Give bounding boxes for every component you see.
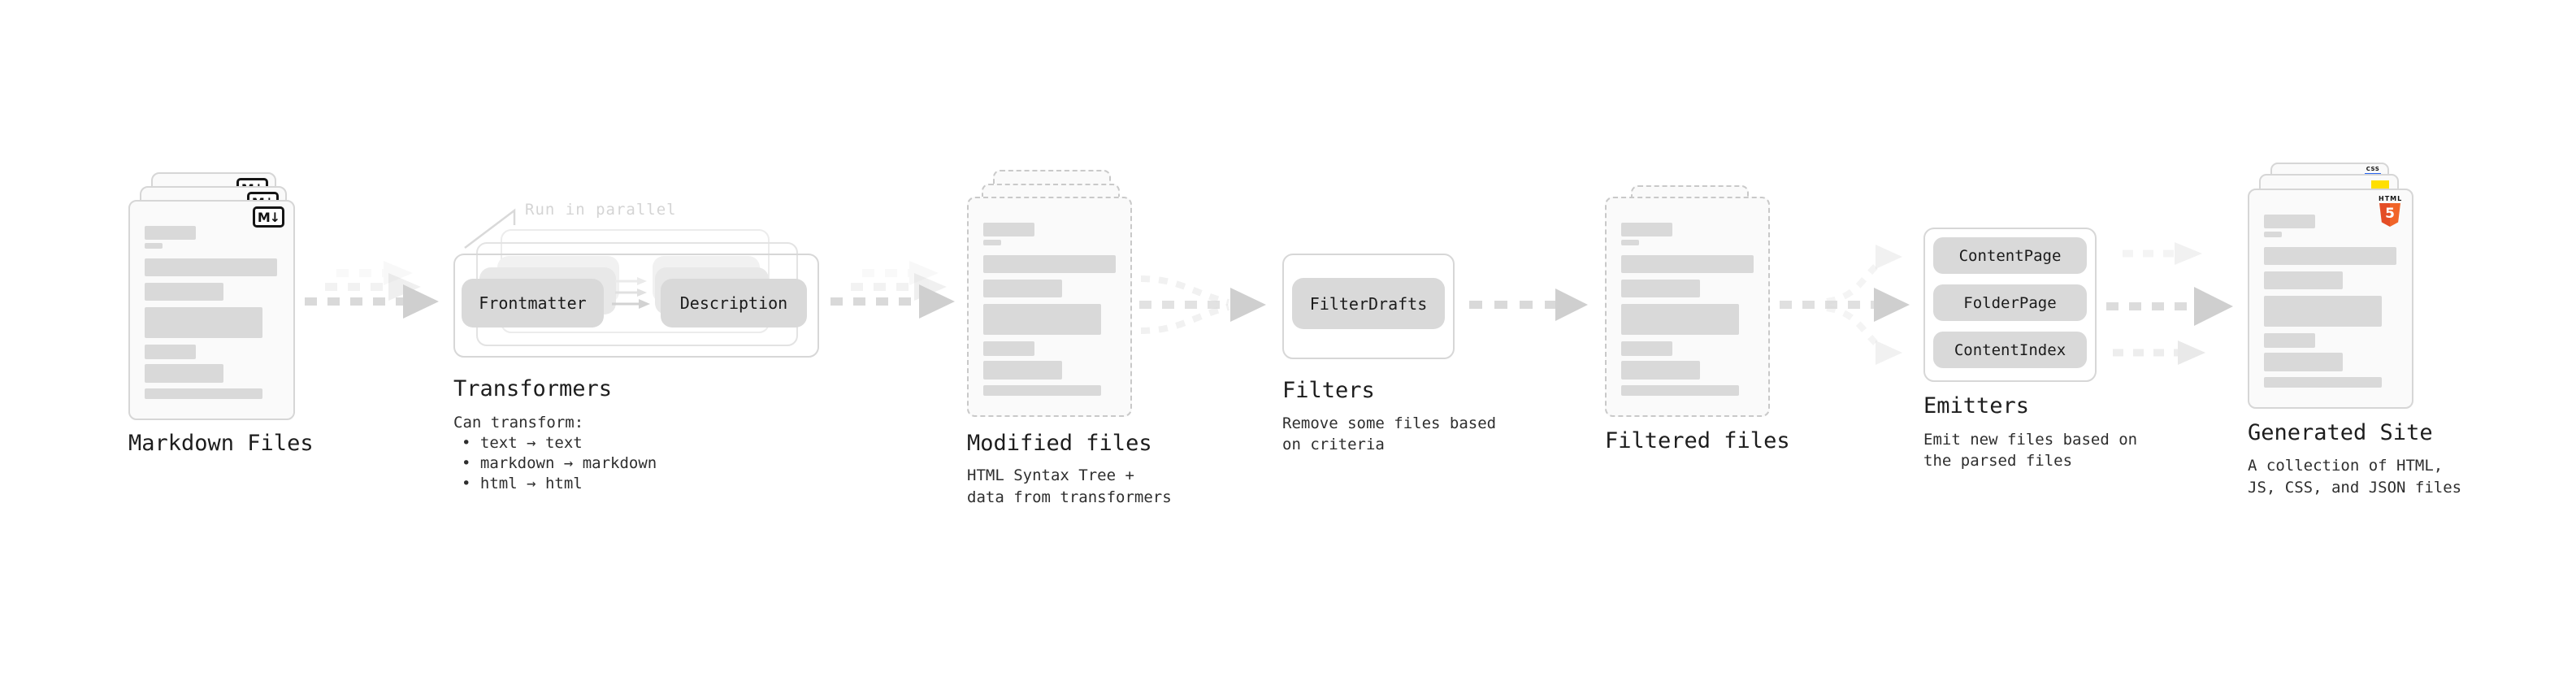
content-bar: [1621, 341, 1672, 356]
description-chip: Description: [661, 279, 807, 327]
content-bar: [1621, 240, 1639, 245]
content-bar: [983, 304, 1101, 335]
contentpage-chip: ContentPage: [1933, 237, 2087, 274]
desc-line: HTML Syntax Tree +: [967, 466, 1134, 484]
arrow-transformers-to-modified: [830, 261, 955, 319]
emitters-description: Emit new files based on the parsed files: [1923, 429, 2137, 471]
content-bar: [983, 361, 1062, 380]
content-bar: [983, 240, 1001, 245]
emitters-frame: [1923, 228, 2097, 382]
filters-description: Remove some files based on criteria: [1282, 413, 1496, 455]
content-bar: [1621, 223, 1672, 236]
content-bar: [1621, 255, 1754, 273]
desc-line: Remove some files based: [1282, 414, 1497, 432]
js-icon: [2371, 180, 2389, 189]
content-bar: [2264, 215, 2315, 228]
arrow-filtered-to-emitters-diverge: [1780, 245, 1910, 365]
folderpage-chip: FolderPage: [1933, 284, 2087, 321]
content-bar: [145, 388, 262, 399]
transformers-frame: [453, 254, 819, 358]
generated-site-description: A collection of HTML, JS, CSS, and JSON …: [2248, 455, 2461, 499]
arrow-markdown-to-transformers: [305, 261, 439, 319]
desc-line: the parsed files: [1923, 452, 2073, 470]
content-bar: [2264, 232, 2282, 237]
content-bar: [2264, 333, 2315, 348]
transformers-description: Can transform: • text → text • markdown …: [453, 413, 657, 494]
content-bar: [1621, 304, 1739, 335]
content-bar: [1621, 361, 1700, 380]
filtered-file-card: [1605, 197, 1770, 417]
content-bar: [983, 280, 1062, 297]
contentindex-chip: ContentIndex: [1933, 332, 2087, 368]
desc-line: JS, CSS, and JSON files: [2248, 479, 2462, 497]
desc-line: A collection of HTML,: [2248, 457, 2444, 475]
content-bar: [145, 243, 163, 249]
filtered-files-title: Filtered files: [1605, 428, 1790, 453]
desc-bullet: • markdown → markdown: [462, 454, 657, 472]
desc-line: Can transform:: [453, 414, 584, 432]
content-bar: [1621, 385, 1739, 396]
desc-line: Emit new files based on: [1923, 431, 2138, 449]
content-bar: [2264, 377, 2382, 388]
markdown-file-card: M↓: [128, 200, 295, 420]
modified-files-description: HTML Syntax Tree + data from transformer…: [967, 465, 1172, 509]
content-bar: [145, 345, 196, 359]
content-bar: [145, 258, 277, 276]
arrow-emitters-to-generated: [2106, 242, 2233, 365]
desc-bullet: • text → text: [462, 434, 583, 452]
content-bar: [983, 223, 1034, 236]
desc-line: data from transformers: [967, 488, 1172, 506]
generated-site-title: Generated Site: [2248, 420, 2433, 445]
transformers-title: Transformers: [453, 376, 613, 401]
content-bar: [145, 226, 196, 240]
desc-line: on criteria: [1282, 436, 1385, 453]
content-bar: [2264, 296, 2382, 327]
content-bar: [2264, 271, 2343, 289]
content-bar: [2264, 353, 2343, 371]
arrow-modified-to-filters-converge: [1139, 275, 1266, 334]
arrow-filters-to-filtered: [1469, 288, 1588, 321]
filters-frame: [1282, 254, 1455, 359]
content-bar: [145, 307, 262, 338]
content-bar: [145, 364, 223, 383]
html5-icon: HTML 5: [2379, 195, 2401, 227]
content-bar: [2264, 247, 2396, 265]
frontmatter-chip: Frontmatter: [462, 279, 604, 327]
filterdrafts-chip: FilterDrafts: [1292, 278, 1445, 329]
content-bar: [1621, 280, 1700, 297]
desc-bullet: • html → html: [462, 475, 583, 492]
modified-files-title: Modified files: [967, 431, 1152, 456]
content-bar: [983, 385, 1101, 396]
modified-file-card: [967, 197, 1132, 417]
content-bar: [145, 283, 223, 301]
run-in-parallel-label: Run in parallel: [525, 201, 677, 219]
content-bar: [983, 341, 1034, 356]
markdown-files-title: Markdown Files: [128, 431, 314, 456]
emitters-title: Emitters: [1923, 393, 2030, 419]
generated-file-card: HTML 5: [2248, 189, 2413, 409]
filters-title: Filters: [1282, 378, 1375, 403]
markdown-icon: M↓: [253, 206, 284, 228]
content-bar: [983, 255, 1116, 273]
